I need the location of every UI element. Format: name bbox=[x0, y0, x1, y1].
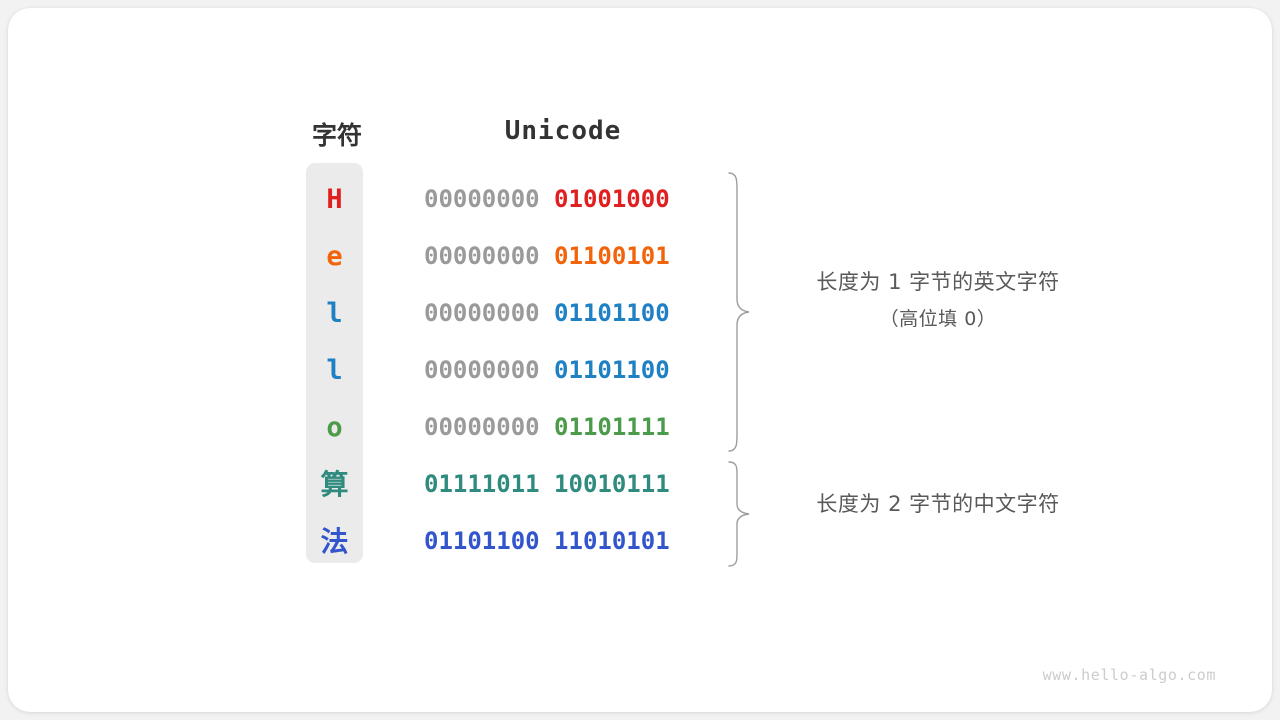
character-cell: H bbox=[326, 184, 343, 215]
column-header-unicode: Unicode bbox=[504, 116, 622, 146]
unicode-bits-cell: 00000000 01100101 bbox=[424, 228, 700, 285]
annotation-chinese-line1: 长度为 2 字节的中文字符 bbox=[816, 492, 1060, 516]
character-cell: e bbox=[326, 241, 343, 272]
character-column-background bbox=[306, 163, 363, 563]
high-byte: 01101100 bbox=[424, 527, 540, 555]
byte-separator bbox=[540, 299, 554, 327]
unicode-bits-cell: 01111011 10010111 bbox=[424, 456, 700, 513]
figure-card: 字符 Unicode H 00000000 01001000 e 00000000 0… bbox=[8, 8, 1272, 712]
low-byte: 01100101 bbox=[554, 242, 670, 270]
low-byte: 11010101 bbox=[554, 527, 670, 555]
high-byte: 00000000 bbox=[424, 299, 540, 327]
low-byte: 01101111 bbox=[554, 413, 670, 441]
high-byte: 01111011 bbox=[424, 470, 540, 498]
brace-english-group bbox=[726, 171, 752, 453]
brace-chinese-group bbox=[726, 460, 752, 570]
low-byte: 01101100 bbox=[554, 356, 670, 384]
byte-separator bbox=[540, 242, 554, 270]
column-header-character: 字符 bbox=[311, 122, 362, 150]
character-cell: 法 bbox=[320, 525, 349, 558]
byte-separator bbox=[540, 470, 554, 498]
unicode-bits-cell: 00000000 01101100 bbox=[424, 342, 700, 399]
annotation-english-line2: （高位填 0） bbox=[879, 308, 997, 330]
high-byte: 00000000 bbox=[424, 413, 540, 441]
watermark: www.hello-algo.com bbox=[1042, 666, 1216, 684]
byte-separator bbox=[540, 356, 554, 384]
byte-separator bbox=[540, 527, 554, 555]
unicode-bits-cell: 00000000 01101111 bbox=[424, 399, 700, 456]
annotation-english-line1: 长度为 1 字节的英文字符 bbox=[816, 270, 1060, 294]
unicode-bits-cell: 00000000 01001000 bbox=[424, 171, 700, 228]
byte-separator bbox=[540, 185, 554, 213]
high-byte: 00000000 bbox=[424, 242, 540, 270]
high-byte: 00000000 bbox=[424, 185, 540, 213]
diagram-stage: 字符 Unicode H 00000000 01001000 e 00000000 0… bbox=[8, 8, 1272, 712]
annotation-chinese-group: 长度为 2 字节的中文字符 bbox=[768, 488, 1108, 518]
annotation-english-group: 长度为 1 字节的英文字符 （高位填 0） bbox=[768, 266, 1108, 331]
unicode-bits-cell: 01101100 11010101 bbox=[424, 513, 700, 570]
low-byte: 01001000 bbox=[554, 185, 670, 213]
character-cell: o bbox=[326, 412, 343, 443]
low-byte: 10010111 bbox=[554, 470, 670, 498]
byte-separator bbox=[540, 413, 554, 441]
high-byte: 00000000 bbox=[424, 356, 540, 384]
character-cell: l bbox=[326, 355, 343, 386]
character-cell: 算 bbox=[320, 468, 349, 501]
low-byte: 01101100 bbox=[554, 299, 670, 327]
character-cell: l bbox=[326, 298, 343, 329]
unicode-bits-cell: 00000000 01101100 bbox=[424, 285, 700, 342]
